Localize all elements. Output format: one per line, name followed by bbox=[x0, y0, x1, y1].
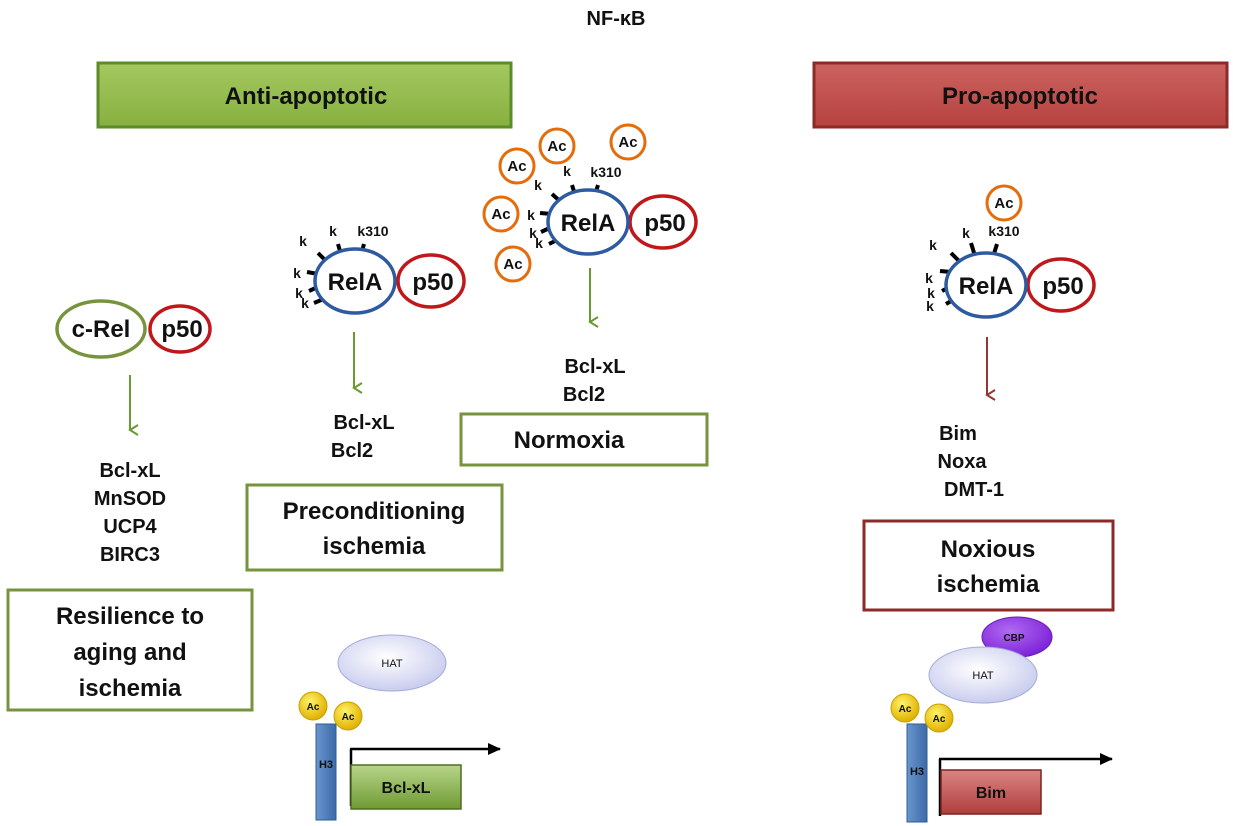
p50-label: p50 bbox=[1042, 273, 1083, 300]
rela-label: RelA bbox=[959, 273, 1014, 300]
precond-rela-p50-complex: k k k310 k k k RelA p50 bbox=[293, 223, 466, 315]
lysine-site: k bbox=[527, 207, 535, 223]
promoter-label: Bim bbox=[976, 785, 1006, 802]
lysine-site: k310 bbox=[357, 223, 388, 239]
acetyl-tag: Ac bbox=[609, 123, 647, 161]
acetyl-ball bbox=[298, 691, 328, 721]
p50-label: p50 bbox=[644, 210, 685, 237]
acetyl-ball bbox=[890, 693, 920, 723]
gene-item: Bcl-xL bbox=[564, 356, 625, 378]
hat-label: HAT bbox=[972, 670, 993, 682]
gene-item: DMT-1 bbox=[944, 479, 1004, 501]
lysine-site: k310 bbox=[988, 223, 1019, 239]
pro-apoptotic-header: Pro-apoptotic bbox=[812, 61, 1229, 129]
lysine-site: k bbox=[295, 285, 303, 301]
condition-line: Normoxia bbox=[514, 427, 625, 454]
acetyl-label: Ac bbox=[994, 195, 1013, 212]
lysine-site: k bbox=[329, 223, 337, 239]
acetyl-ball bbox=[924, 703, 954, 733]
condition-line: ischemia bbox=[937, 571, 1040, 598]
condition-line: ischemia bbox=[323, 533, 426, 560]
condition-line: Resilience to bbox=[56, 603, 204, 630]
noxious-rela-p50-complex: k k k310 k k k Ac RelA p50 bbox=[925, 184, 1096, 319]
acetyl-tag: Ac bbox=[538, 127, 576, 165]
histone-h3 bbox=[315, 723, 337, 821]
hat-enzyme bbox=[337, 634, 447, 692]
histone-label: H3 bbox=[319, 759, 333, 771]
bim-promoter bbox=[940, 769, 1042, 815]
acetyl-label: Ac bbox=[491, 206, 510, 223]
right-chromatin-scheme: CBP HAT H3 Ac Ac Bim bbox=[890, 616, 1113, 823]
noxious-gene-list: Bim Noxa DMT-1 bbox=[938, 423, 1004, 501]
acetyl-tag: Ac bbox=[494, 245, 532, 283]
condition-line: aging and bbox=[73, 639, 186, 666]
normoxia-condition-box: Normoxia bbox=[459, 412, 709, 467]
resilience-condition-box: Resilience to aging and ischemia bbox=[6, 588, 254, 712]
acetyl-label: Ac bbox=[503, 256, 522, 273]
rela-label: RelA bbox=[328, 269, 383, 296]
pro-apoptotic-label: Pro-apoptotic bbox=[942, 83, 1098, 110]
crel-gene-list: Bcl-xL MnSOD UCP4 BIRC3 bbox=[94, 460, 166, 566]
acetyl-ball-label: Ac bbox=[342, 712, 355, 723]
gene-item: Bcl2 bbox=[563, 384, 605, 406]
acetyl-ball-label: Ac bbox=[307, 702, 320, 713]
acetyl-tag: Ac bbox=[482, 195, 520, 233]
anti-apoptotic-label: Anti-apoptotic bbox=[225, 83, 388, 110]
precond-condition-box: Preconditioning ischemia bbox=[245, 483, 504, 572]
lysine-site: k bbox=[534, 177, 542, 193]
histone-label: H3 bbox=[910, 766, 924, 778]
lysine-site: k bbox=[535, 235, 543, 251]
gene-item: Bcl-xL bbox=[333, 412, 394, 434]
normoxia-rela-p50-complex: k k k310 k k k Ac Ac Ac Ac Ac RelA p50 bbox=[482, 123, 698, 283]
crel-label: c-Rel bbox=[72, 316, 131, 343]
condition-line: Noxious bbox=[941, 536, 1036, 563]
noxious-condition-box: Noxious ischemia bbox=[862, 519, 1115, 612]
gene-item: UCP4 bbox=[103, 516, 157, 538]
lysine-site: k bbox=[929, 237, 937, 253]
hat-label: HAT bbox=[381, 658, 402, 670]
p50-label: p50 bbox=[412, 269, 453, 296]
lysine-site: k bbox=[927, 285, 935, 301]
acetyl-ball-label: Ac bbox=[933, 714, 946, 725]
gene-item: Bcl2 bbox=[331, 440, 373, 462]
hat-enzyme bbox=[928, 646, 1038, 704]
gene-item: Noxa bbox=[938, 451, 988, 473]
lysine-site: k bbox=[301, 295, 309, 311]
gene-item: Bcl-xL bbox=[99, 460, 160, 482]
lysine-site: k bbox=[299, 233, 307, 249]
lysine-site: k bbox=[926, 298, 934, 314]
lysine-site: k bbox=[529, 225, 537, 241]
gene-item: BIRC3 bbox=[100, 544, 160, 566]
lysine-site: k bbox=[925, 270, 933, 286]
crel-p50-complex: c-Rel p50 bbox=[55, 299, 212, 359]
normoxia-gene-list: Bcl-xL Bcl2 bbox=[563, 356, 626, 406]
lysine-site: k bbox=[962, 225, 970, 241]
histone-h3 bbox=[906, 723, 928, 823]
promoter-label: Bcl-xL bbox=[382, 780, 431, 797]
left-chromatin-scheme: HAT H3 Ac Ac Bcl-xL bbox=[298, 634, 501, 821]
crel-p50-label: p50 bbox=[161, 316, 202, 343]
lysine-site: k310 bbox=[590, 164, 621, 180]
acetyl-label: Ac bbox=[618, 134, 637, 151]
anti-apoptotic-header: Anti-apoptotic bbox=[96, 61, 513, 129]
acetyl-ball-label: Ac bbox=[899, 704, 912, 715]
acetyl-label: Ac bbox=[547, 138, 566, 155]
acetyl-ball bbox=[333, 701, 363, 731]
gene-item: MnSOD bbox=[94, 488, 166, 510]
acetyl-tag: Ac bbox=[498, 147, 536, 185]
condition-line: Preconditioning bbox=[283, 498, 466, 525]
acetyl-label: Ac bbox=[507, 158, 526, 175]
rela-label: RelA bbox=[561, 210, 616, 237]
precond-gene-list: Bcl-xL Bcl2 bbox=[331, 412, 395, 462]
gene-item: Bim bbox=[939, 423, 977, 445]
lysine-site: k bbox=[563, 163, 571, 179]
diagram-title: NF-κB bbox=[587, 8, 646, 30]
bcl-xl-promoter bbox=[350, 764, 462, 810]
cbp-label: CBP bbox=[1003, 633, 1024, 644]
condition-line: ischemia bbox=[79, 675, 182, 702]
lysine-site: k bbox=[293, 265, 301, 281]
acetyl-tag: Ac bbox=[985, 184, 1023, 222]
